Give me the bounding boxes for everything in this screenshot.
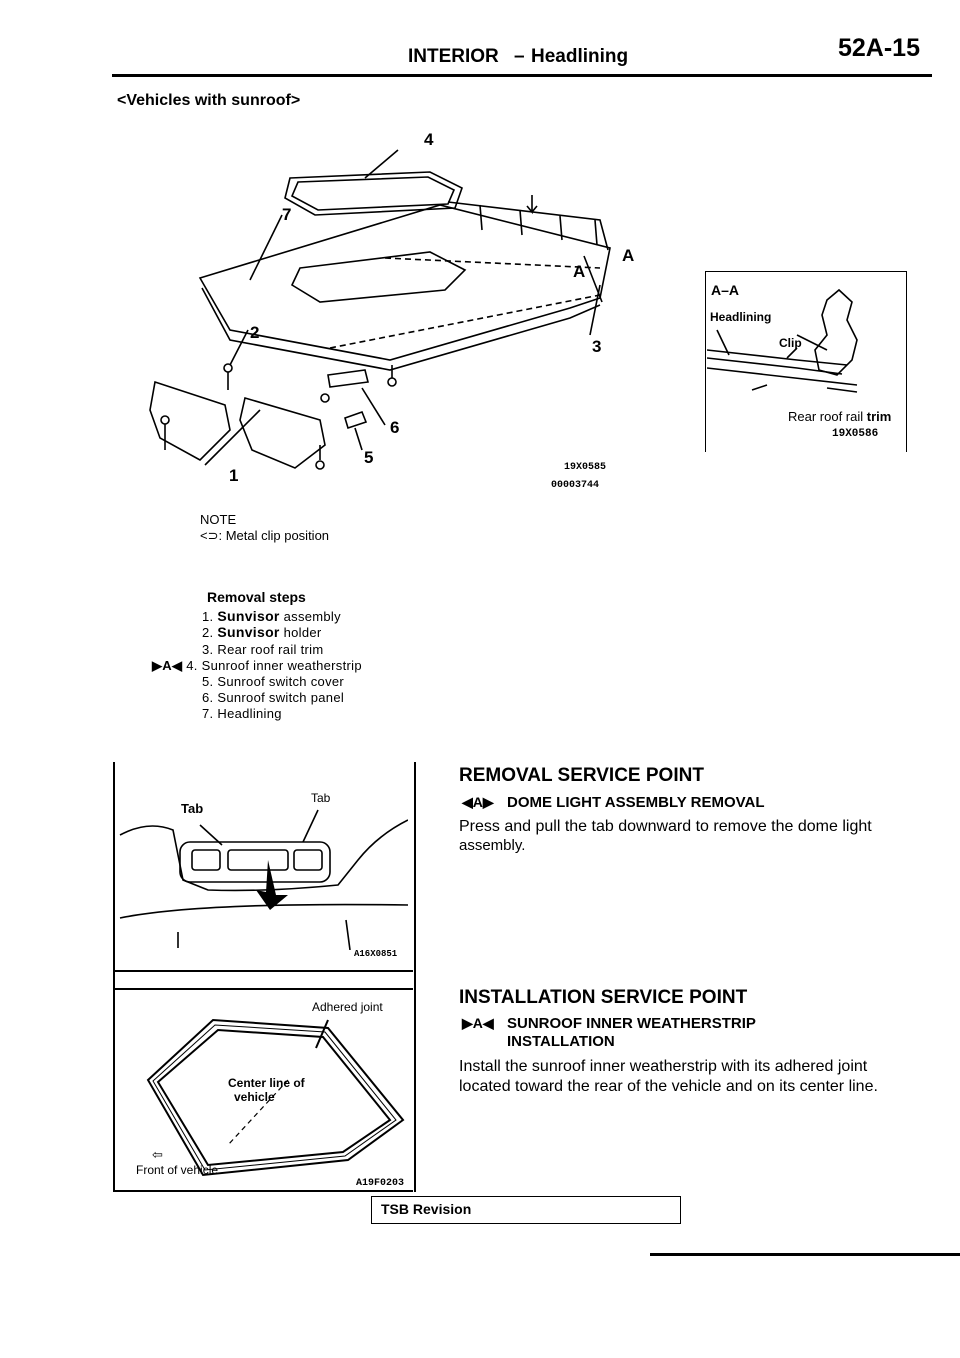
weatherstrip-diagram	[146, 1018, 405, 1177]
figure-code-weatherstrip: A19F0203	[356, 1178, 405, 1189]
headlining-label: Headlining	[710, 310, 772, 324]
panel-divider-1	[113, 970, 413, 972]
footer-rule	[650, 1253, 960, 1256]
metal-clip-icon: <⊃	[200, 528, 219, 543]
callout-5: 5	[364, 448, 374, 467]
installation-mark-icon: ▶A◀	[152, 658, 183, 673]
section-marker-a-right: A	[622, 246, 635, 265]
right-panel-border	[414, 762, 416, 1192]
callout-3: 3	[592, 337, 602, 356]
removal-step-1: 1. Sunvisor assembly	[202, 608, 341, 624]
section-aa-title: A–A	[711, 282, 740, 298]
section-aa-frame	[705, 271, 907, 452]
section-marker-a-left: A	[573, 262, 586, 281]
page-number: 52A-15	[838, 34, 920, 62]
panel-divider-2	[113, 988, 413, 990]
removal-step-4: ▶A◀ 4. Sunroof inner weatherstrip	[152, 658, 362, 673]
installation-service-title: INSTALLATION SERVICE POINT	[459, 987, 748, 1008]
removal-steps-title: Removal steps	[207, 589, 306, 605]
tsb-revision-box: TSB Revision	[371, 1196, 681, 1224]
tsb-revision-label: TSB Revision	[381, 1201, 472, 1217]
vehicle-label: vehicle	[234, 1090, 275, 1104]
removal-service-body-2: assembly.	[459, 837, 526, 854]
front-arrow-icon: ⇦	[152, 1147, 163, 1162]
removal-step-2: 2. Sunvisor holder	[202, 624, 322, 640]
removal-step-6: 6. Sunroof switch panel	[202, 690, 345, 705]
removal-mark-icon: ◀A▶	[462, 794, 494, 810]
note-text: <⊃: Metal clip position	[200, 528, 330, 543]
figure-code-main: 19X0585	[564, 462, 607, 473]
note-label: NOTE	[200, 512, 237, 527]
removal-service-subtitle: DOME LIGHT ASSEMBLY REMOVAL	[507, 794, 765, 811]
removal-service-body-1: Press and pull the tab downward to remov…	[459, 818, 872, 835]
installation-service-body-2: located toward the rear of the vehicle a…	[459, 1078, 878, 1095]
rear-roof-rail-label: Rear roof rail trim	[788, 409, 892, 424]
center-line-label: Center line of	[228, 1076, 305, 1090]
panel-bottom	[113, 1190, 413, 1192]
section-aa-diagram	[707, 288, 858, 393]
installation-service-mark-icon: ▶A◀	[462, 1015, 494, 1031]
adhered-joint-label: Adhered joint	[312, 1000, 383, 1014]
figure-code-aa: 19X0586	[832, 428, 879, 440]
header-rule	[112, 74, 932, 77]
subsection-title: Headlining	[531, 46, 629, 67]
callout-2: 2	[250, 323, 260, 342]
headlining-exploded-diagram	[149, 149, 611, 470]
removal-step-5: 5. Sunroof switch cover	[202, 674, 345, 689]
figure-code-main-2: 00003744	[551, 480, 600, 491]
removal-service-title: REMOVAL SERVICE POINT	[459, 765, 704, 786]
figure-code-dome: A16X0851	[354, 949, 398, 959]
installation-service-subtitle-1: SUNROOF INNER WEATHERSTRIP	[507, 1015, 756, 1032]
section-title: INTERIOR	[408, 46, 499, 67]
callout-6: 6	[390, 418, 400, 437]
tab-label-left: Tab	[181, 801, 204, 816]
left-panel-border	[113, 762, 115, 1192]
installation-service-body-1: Install the sunroof inner weatherstrip w…	[459, 1058, 868, 1075]
tab-label-right: Tab	[311, 791, 331, 805]
removal-step-7: 7. Headlining	[202, 706, 282, 721]
dome-light-diagram	[119, 809, 408, 950]
removal-step-3: 3. Rear roof rail trim	[202, 642, 324, 657]
installation-service-subtitle-2: INSTALLATION	[507, 1033, 615, 1050]
down-arrow-icon	[256, 860, 288, 910]
callout-7: 7	[282, 205, 292, 224]
clip-label: Clip	[779, 336, 802, 350]
title-dash: –	[514, 46, 525, 67]
callout-1: 1	[229, 466, 239, 485]
variant-label: <Vehicles with sunroof>	[117, 92, 301, 109]
front-of-vehicle-label: Front of vehicle	[136, 1163, 219, 1177]
callout-4: 4	[424, 130, 434, 149]
